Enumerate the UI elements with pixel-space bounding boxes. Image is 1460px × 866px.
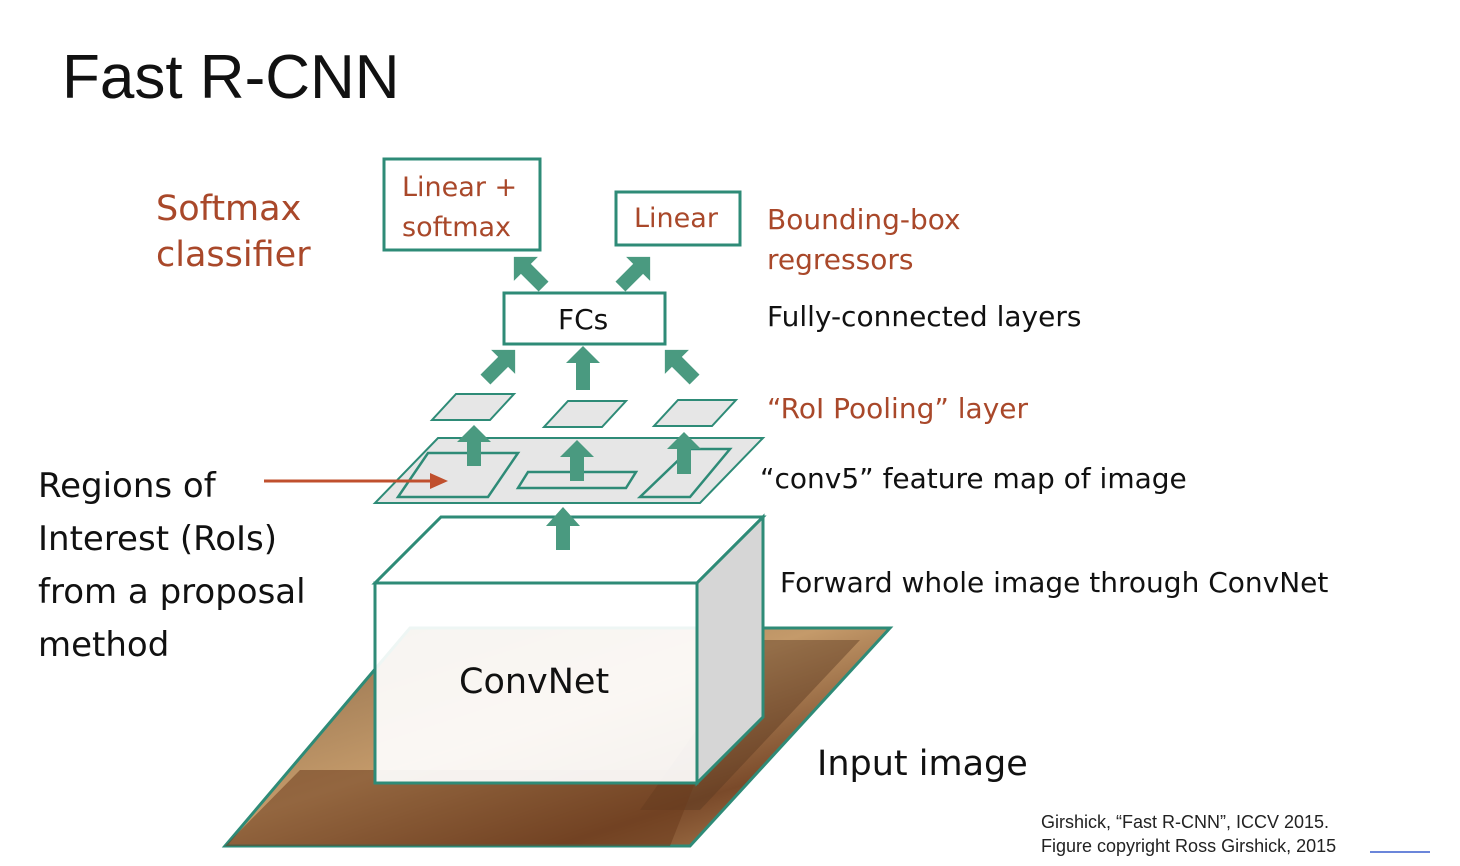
regions-line4: method xyxy=(38,625,170,665)
input-image-label: Input image xyxy=(817,744,1028,784)
softmax-classifier-label: Softmax classifier xyxy=(156,186,311,278)
regions-line3: from a proposal xyxy=(38,572,306,612)
citation-line1: Girshick, “Fast R-CNN”, ICCV 2015. xyxy=(1041,812,1330,832)
up-arrow xyxy=(546,507,580,550)
diag-arrow xyxy=(513,256,549,292)
linear-softmax-label-line2: softmax xyxy=(402,212,512,243)
softmax-classifier-line1: Softmax xyxy=(156,189,302,229)
regions-line2: Interest (RoIs) xyxy=(38,519,277,559)
slide-title: Fast R-CNN xyxy=(62,43,400,112)
roi-box xyxy=(515,470,639,490)
diag-arrow xyxy=(615,256,651,292)
input-image-detail xyxy=(225,770,700,846)
up-arrow xyxy=(560,440,594,481)
diag-arrow xyxy=(664,349,700,385)
convnet-label: ConvNet xyxy=(459,662,610,702)
linear-box xyxy=(614,190,742,247)
fcs-box xyxy=(502,291,667,346)
citation-line2: Figure copyright Ross Girshick, 2015 xyxy=(1041,836,1337,856)
up-arrow xyxy=(566,346,600,390)
fcs-label: FCs xyxy=(558,303,609,336)
roi-pointer-head xyxy=(430,473,448,489)
roi-pooled-feature xyxy=(429,393,517,421)
linear-softmax-label-line1: Linear + xyxy=(402,172,518,203)
up-arrow xyxy=(457,425,491,466)
fc-layers-label: Fully-connected layers xyxy=(767,300,1082,333)
forward-label: Forward whole image through ConvNet xyxy=(780,566,1329,599)
bbox-regressors-label: Bounding-box regressors xyxy=(767,200,961,280)
roi-pooled-feature xyxy=(651,399,739,427)
convnet-box-front xyxy=(373,581,699,785)
roi-pooling-label: “RoI Pooling” layer xyxy=(767,392,1029,425)
bbox-regressors-line2: regressors xyxy=(767,243,914,276)
roi-box xyxy=(636,447,733,499)
regions-label: Regions of Interest (RoIs) from a propos… xyxy=(38,460,306,672)
arrows xyxy=(457,256,701,550)
bbox-regressors-line1: Bounding-box xyxy=(767,203,961,236)
linear-softmax-box xyxy=(382,157,542,252)
diag-arrow xyxy=(480,349,516,385)
up-arrow xyxy=(667,432,701,474)
regions-line1: Regions of xyxy=(38,466,216,506)
conv5-label: “conv5” feature map of image xyxy=(760,462,1187,495)
roi-pooled-feature xyxy=(541,400,629,428)
linear-label: Linear xyxy=(634,203,718,234)
citation: Girshick, “Fast R-CNN”, ICCV 2015. Figur… xyxy=(1041,810,1336,858)
softmax-classifier-line2: classifier xyxy=(156,235,311,275)
